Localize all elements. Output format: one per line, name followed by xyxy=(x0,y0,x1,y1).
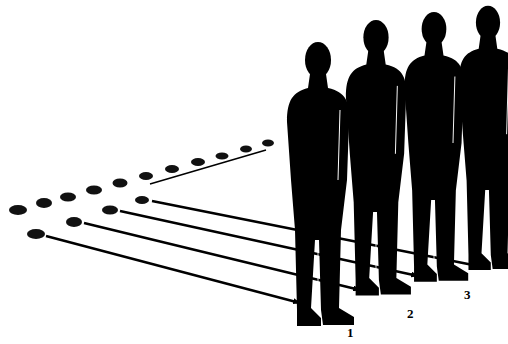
callout-number: 3 xyxy=(464,288,471,301)
footprints xyxy=(9,140,274,240)
guide-line xyxy=(150,150,266,184)
callout-number: 2 xyxy=(407,307,414,320)
person-figure xyxy=(346,20,411,295)
person-figure xyxy=(287,42,354,326)
callout-number: 1 xyxy=(347,326,354,339)
person-figure xyxy=(459,6,508,270)
person-figure xyxy=(405,12,469,282)
